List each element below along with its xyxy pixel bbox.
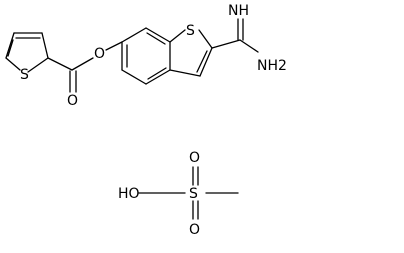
atom-o-carbonyl: O xyxy=(67,93,78,109)
atom-o-ester: O xyxy=(94,46,105,62)
bond-c2-carbonyl xyxy=(47,57,73,71)
bond-benz-3 xyxy=(145,69,171,85)
bond-benz-5 xyxy=(145,27,171,43)
bond-bt-c7a-s xyxy=(169,29,186,43)
bond-c2-amidine xyxy=(211,39,241,49)
atom-o-sulfonyl-top: O xyxy=(189,150,200,166)
bond-ester-o-aryl xyxy=(105,41,123,51)
bond-bt-c2-c3 xyxy=(199,47,213,77)
bond-bt-double xyxy=(196,50,208,73)
bond-benz-6 xyxy=(121,27,147,43)
atom-s-benzothiophene: S xyxy=(186,23,195,39)
atom-s-thiophene: S xyxy=(20,67,29,83)
bond-thiophene-double-2 xyxy=(7,39,14,57)
bond-benz-2 xyxy=(121,69,147,85)
atom-ho-acid: HO xyxy=(118,186,140,202)
bond-thiophene-c2-c3 xyxy=(41,32,49,59)
atom-s-sulfonyl: S xyxy=(189,186,198,202)
bond-thiophene-c5-s xyxy=(5,57,21,71)
bond-thiophene-s-c2 xyxy=(27,57,49,73)
bond-carbonyl-ester-o xyxy=(71,57,94,71)
bond-bt-s-c2 xyxy=(198,29,213,49)
atom-o-sulfonyl-bottom: O xyxy=(189,222,200,238)
bond-benz-double-3 xyxy=(146,32,166,45)
bond-bt-c3-c3a xyxy=(169,69,201,77)
bond-amidine-amine xyxy=(239,39,259,53)
bond-thiophene-c4-c5 xyxy=(5,32,15,59)
atom-nh2-amine: NH2 xyxy=(257,58,287,74)
bond-benz-double-2 xyxy=(147,67,167,80)
atom-nh-imine: NH xyxy=(228,3,249,19)
